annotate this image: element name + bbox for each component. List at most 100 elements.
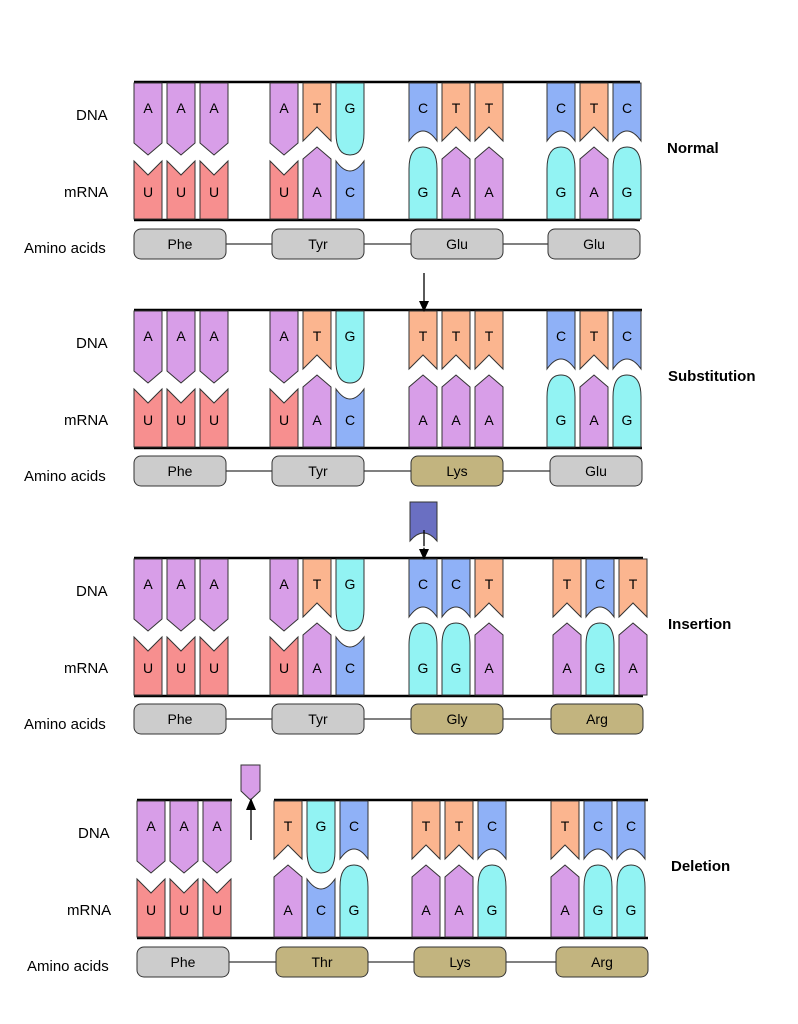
dna-base-letter: T: [629, 576, 638, 592]
dna-base-letter: C: [418, 576, 428, 592]
mrna-base: A: [579, 146, 609, 220]
dna-base-letter: T: [313, 100, 322, 116]
amino-acid-label: Phe: [171, 954, 196, 970]
dna-base: T: [550, 800, 580, 861]
dna-base-letter: C: [622, 100, 632, 116]
mrna-base: A: [474, 146, 504, 220]
mrna-base: G: [583, 864, 613, 938]
mrna-base-letter: A: [484, 184, 494, 200]
dna-base-letter: T: [485, 328, 494, 344]
mrna-base-letter: U: [176, 184, 186, 200]
dna-base: T: [411, 800, 441, 861]
dna-base-letter: A: [209, 328, 219, 344]
mrna-base-letter: A: [484, 412, 494, 428]
dna-row-label: DNA: [76, 335, 108, 352]
dna-base: A: [269, 82, 299, 156]
dna-base: T: [441, 82, 471, 143]
dna-base: C: [616, 800, 646, 861]
mrna-base-letter: U: [179, 902, 189, 918]
dna-base-letter: A: [209, 576, 219, 592]
amino-acid-box: Phe: [133, 228, 227, 260]
dna-base-letter: C: [556, 328, 566, 344]
amino-acid-box: Phe: [136, 946, 230, 978]
amino-acid-label: Arg: [591, 954, 613, 970]
dna-base-letter: A: [279, 576, 289, 592]
dna-base: T: [444, 800, 474, 861]
mrna-base: C: [306, 877, 336, 938]
mrna-row-label: mRNA: [64, 184, 109, 201]
dna-base-letter: C: [487, 818, 497, 834]
dna-base: C: [612, 82, 642, 143]
mrna-base: A: [550, 864, 580, 938]
amino-acid-label: Glu: [446, 236, 468, 252]
mrna-base-letter: C: [345, 660, 355, 676]
dna-base-letter: T: [590, 100, 599, 116]
mrna-base: G: [477, 864, 507, 938]
mrna-base: U: [199, 635, 229, 696]
mrna-base-letter: A: [484, 660, 494, 676]
amino-acid-label: Tyr: [308, 463, 328, 479]
mrna-base: G: [546, 374, 576, 448]
mrna-base-letter: G: [556, 184, 567, 200]
dna-base-letter: T: [590, 328, 599, 344]
dna-base-letter: T: [485, 576, 494, 592]
amino-acid-label: Thr: [312, 954, 333, 970]
dna-base: A: [199, 310, 229, 384]
mrna-base: A: [441, 374, 471, 448]
mrna-base: G: [408, 622, 438, 696]
dna-base-letter: C: [622, 328, 632, 344]
mrna-base-letter: G: [626, 902, 637, 918]
mrna-base: G: [612, 146, 642, 220]
amino-acid-label: Phe: [168, 463, 193, 479]
panel-title-insertion: Insertion: [668, 616, 732, 633]
mrna-base: G: [546, 146, 576, 220]
mrna-base: G: [408, 146, 438, 220]
dna-base-letter: C: [593, 818, 603, 834]
dna-base: T: [579, 310, 609, 371]
dna-base: T: [552, 558, 582, 619]
mrna-row-label: mRNA: [64, 412, 109, 429]
dna-base-letter: A: [176, 328, 186, 344]
dna-base-letter: A: [209, 100, 219, 116]
mrna-base-letter: U: [209, 660, 219, 676]
amino-acid-box: Tyr: [271, 455, 365, 487]
dna-base-letter: A: [176, 576, 186, 592]
mrna-base-letter: U: [146, 902, 156, 918]
amino-acid-box: Glu: [547, 228, 641, 260]
amino-acid-box: Phe: [133, 703, 227, 735]
dna-base: C: [477, 800, 507, 861]
mrna-base: A: [579, 374, 609, 448]
amino-acid-label: Gly: [447, 711, 468, 727]
dna-base-letter: G: [345, 576, 356, 592]
mrna-base-letter: U: [176, 660, 186, 676]
dna-base: T: [302, 82, 332, 143]
mrna-base: A: [302, 374, 332, 448]
mrna-base-letter: C: [345, 184, 355, 200]
mrna-base: U: [136, 877, 166, 938]
mrna-base-letter: A: [562, 660, 572, 676]
dna-row-label: DNA: [76, 583, 108, 600]
dna-base: C: [339, 800, 369, 861]
dna-base-letter: G: [316, 818, 327, 834]
dna-base-letter: G: [345, 328, 356, 344]
amino-acid-box: Arg: [555, 946, 649, 978]
mrna-base-letter: U: [279, 660, 289, 676]
dna-row-label: DNA: [78, 825, 110, 842]
mrna-base: A: [302, 146, 332, 220]
amino-acid-box: Arg: [550, 703, 644, 735]
dna-base: T: [579, 82, 609, 143]
mrna-base-letter: U: [209, 412, 219, 428]
amino-acid-label: Arg: [586, 711, 608, 727]
dna-base: C: [585, 558, 615, 619]
mrna-base-letter: U: [212, 902, 222, 918]
mrna-base: G: [612, 374, 642, 448]
mrna-base: A: [474, 622, 504, 696]
dna-base: A: [133, 558, 163, 632]
mrna-base-letter: G: [595, 660, 606, 676]
mrna-base-letter: A: [454, 902, 464, 918]
dna-base-letter: G: [345, 100, 356, 116]
mrna-base: A: [408, 374, 438, 448]
dna-base-letter: A: [279, 328, 289, 344]
mrna-base: U: [133, 387, 163, 448]
